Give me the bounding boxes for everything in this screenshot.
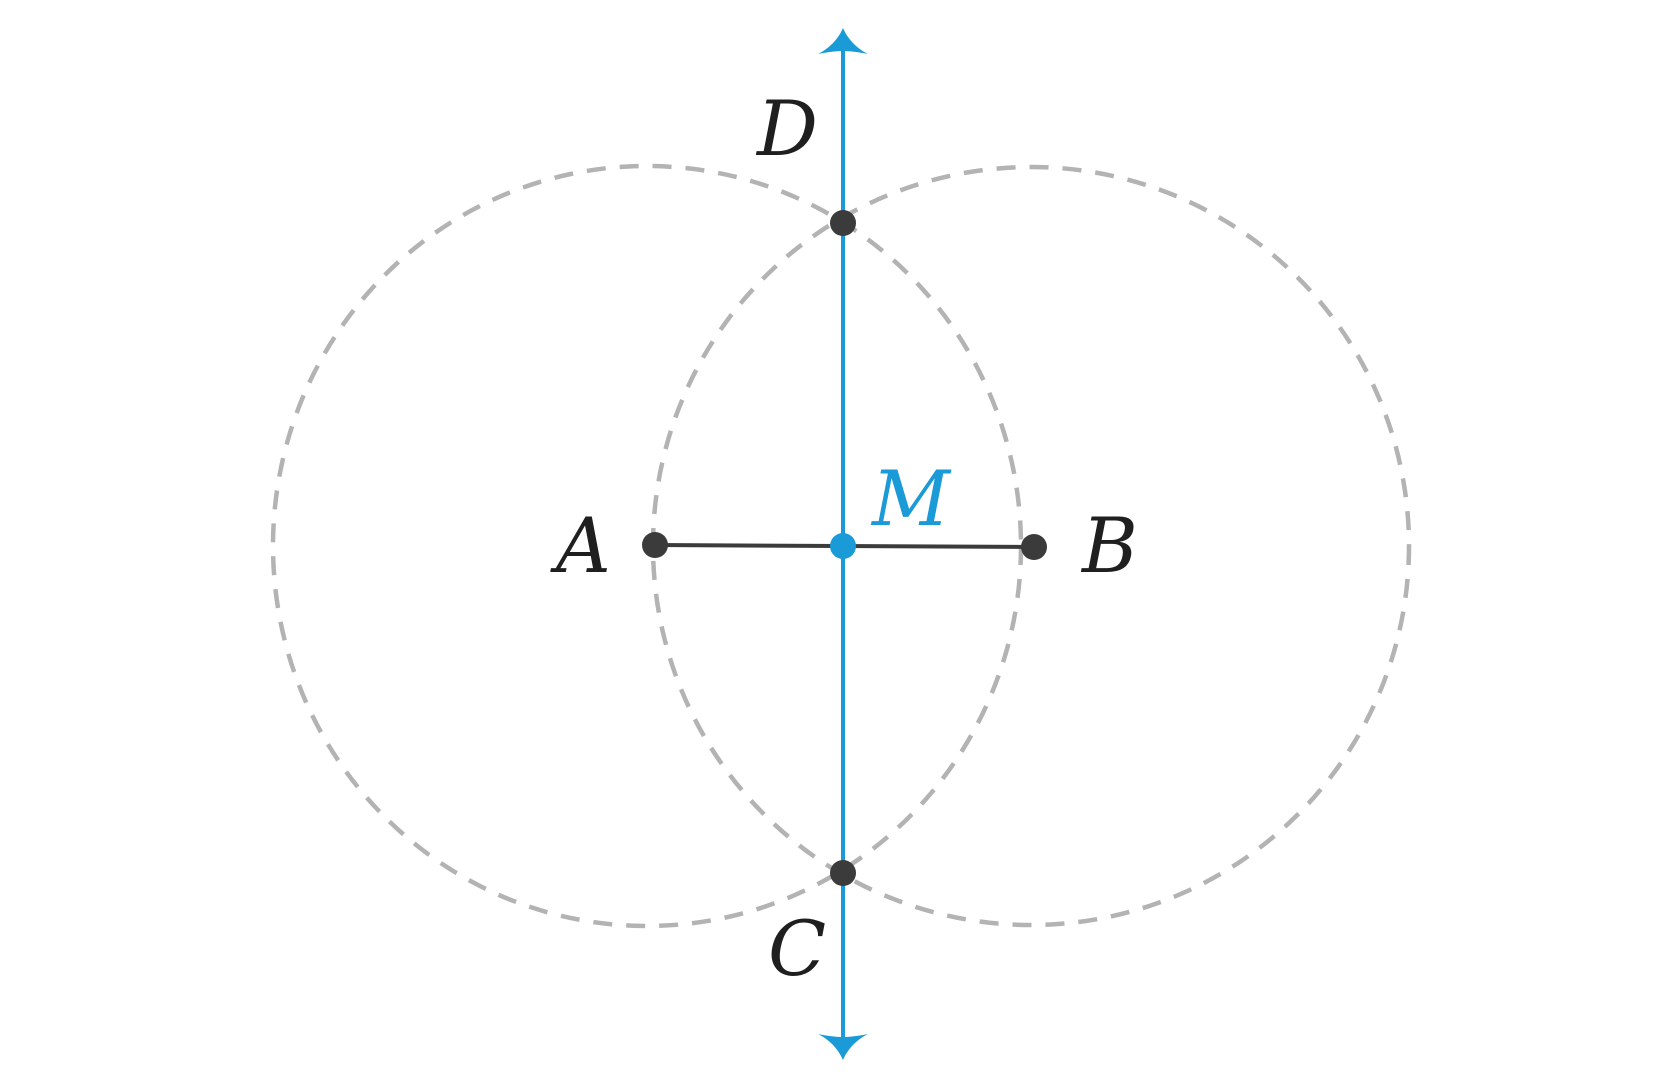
point-b: [1021, 534, 1047, 560]
label-a: A: [550, 501, 611, 590]
point-c: [830, 860, 856, 886]
point-d: [830, 210, 856, 236]
label-d: D: [755, 84, 818, 173]
label-b: B: [1080, 501, 1138, 590]
point-a: [642, 532, 668, 558]
bisector-arrow-down: [818, 1034, 868, 1060]
point-m: [830, 533, 856, 559]
label-m: M: [870, 454, 952, 543]
bisector-arrow-up: [818, 28, 868, 54]
label-c: C: [768, 904, 826, 993]
